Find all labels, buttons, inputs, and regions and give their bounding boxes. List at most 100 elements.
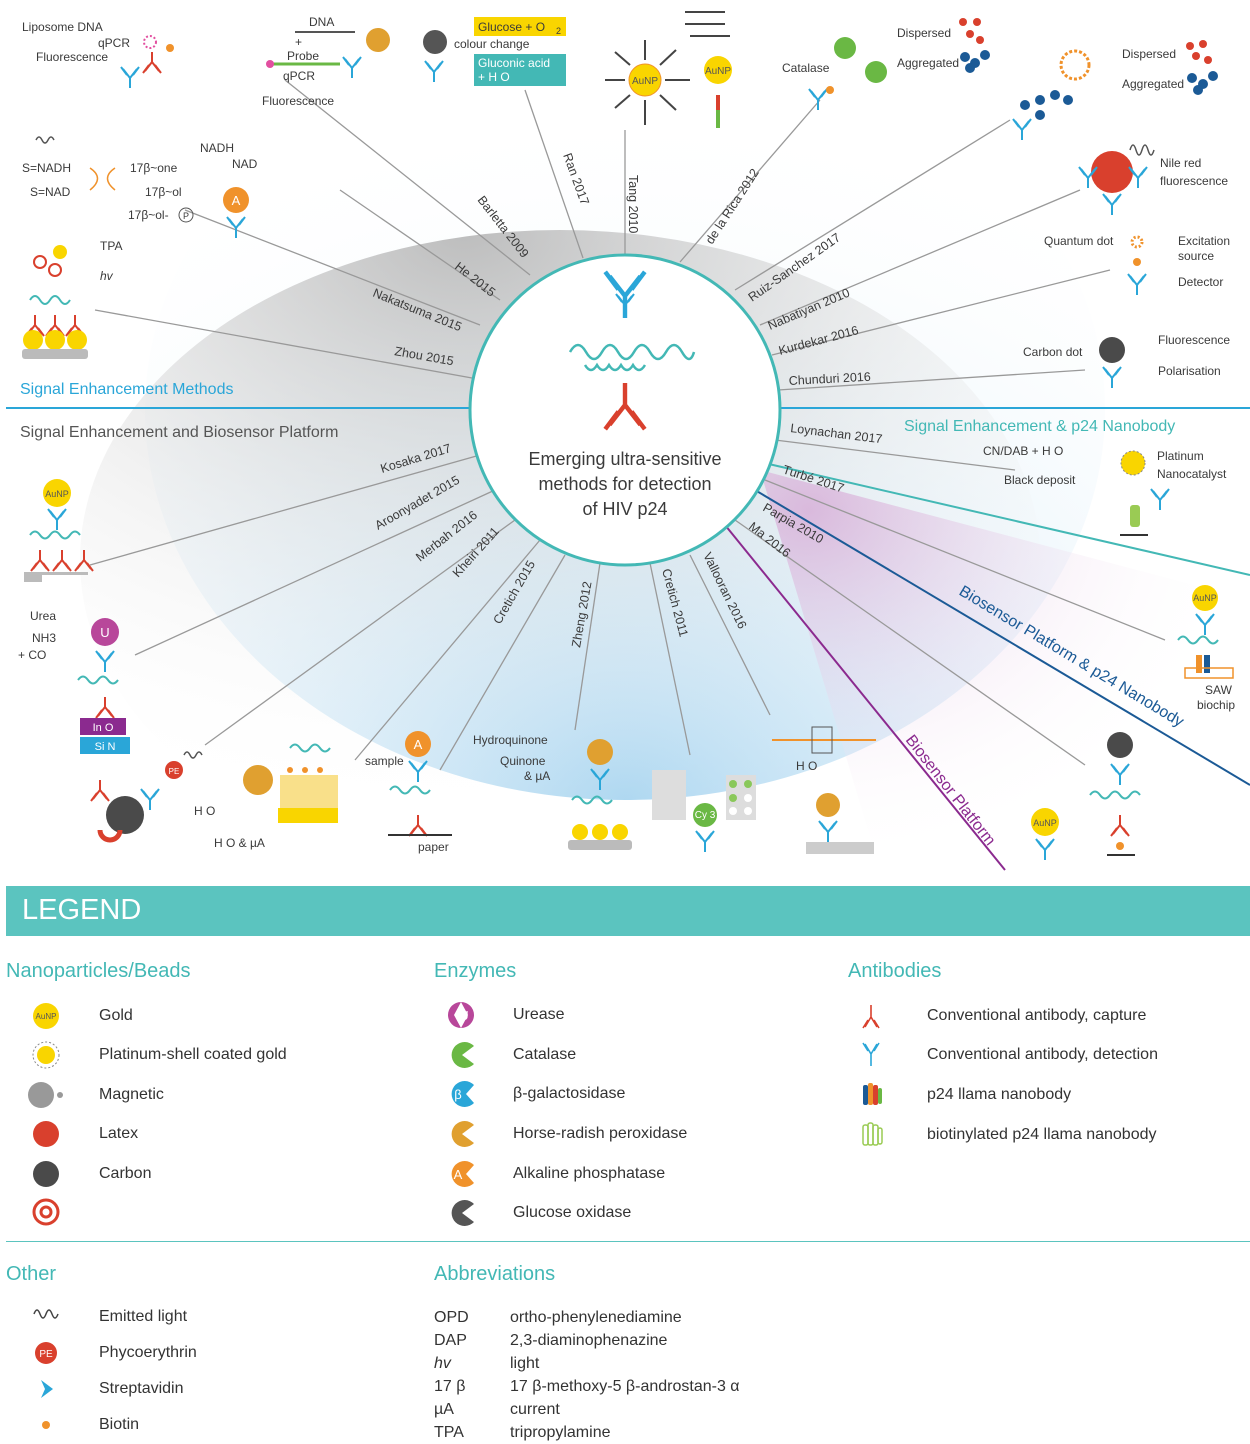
svg-text:Si N: Si N [95,741,116,753]
nanobody-icon [863,1083,882,1105]
latex-bead-icon [33,1121,59,1147]
svg-text:Nanocatalyst: Nanocatalyst [1157,467,1227,481]
svg-text:17β~ol: 17β~ol [145,185,182,199]
section-signal-nanobody: Signal Enhancement & p24 Nanobody [904,418,1175,435]
magnetic-bead-icon [28,1082,63,1108]
beta-galactosidase-icon: β [451,1081,474,1107]
svg-text:hv: hv [100,269,114,283]
urease-icon: U [448,1002,474,1028]
vignette-kosaka: AuNP [24,479,94,582]
legend-title: LEGEND [22,894,142,926]
legend-other-light: Emitted light [16,1302,187,1332]
legend-other-streptavidin: Streptavidin [16,1374,184,1404]
spoke-label-tang: Tang 2010 [626,175,640,233]
gold-particle-icon: AuNP [33,1003,59,1029]
svg-text:Nile red: Nile red [1160,156,1201,170]
legend-antibody-nanobody: p24 llama nanobody [856,1080,1071,1110]
svg-text:AuNP: AuNP [36,1012,57,1021]
vignette-kurdekar: Quantum dot Excitation source Detector [1044,234,1230,296]
vignette-zheng: Hydroquinone Quinone & µA [473,733,632,850]
purple-glow [760,470,1250,870]
vignette-cretich2015: A sample paper [365,731,452,854]
svg-text:H O: H O [194,804,215,818]
glucose-oxidase-icon [451,1200,474,1226]
svg-text:Quinone: Quinone [500,754,546,768]
center-circle [468,253,782,567]
section-signal-enhancement: Signal Enhancement Methods [20,381,233,398]
svg-text:Fluorescence: Fluorescence [1158,333,1230,347]
center-title-3: of HIV p24 [582,499,667,519]
vignette-cretich2011: Cy 3 [652,770,756,853]
vignette-ma: AuNP [1031,808,1059,861]
svg-text:U: U [459,1008,468,1023]
phycoerythrin-icon: PE [35,1342,57,1364]
biotin-icon [42,1421,50,1429]
svg-text:+: + [295,35,302,49]
vignette-aroonyadet: Urea NH3 + CO U In O Si N [18,609,130,754]
legend-antibody-title: Antibodies [848,960,942,982]
svg-text:+ CO: + CO [18,648,46,662]
legend-antibody-biotinylated: biotinylated p24 llama nanobody [856,1120,1157,1150]
svg-text:Carbon dot: Carbon dot [1023,345,1083,359]
svg-text:NAD: NAD [232,157,258,171]
vignette-delarica: AuNP AuNP [605,11,732,128]
legend-enzyme-alp: A Alkaline phosphatase [446,1159,665,1189]
vignette-vallooran: H O [772,726,876,854]
svg-text:Polarisation: Polarisation [1158,364,1221,378]
legend-nano-liposome [16,1197,76,1227]
legend-enzyme-galactosidase: β β-galactosidase [446,1079,625,1109]
vignette-tang: Glucose + O 2 colour change Gluconic aci… [423,17,566,86]
vignette-he: Catalase Dispersed Aggregated [782,18,990,111]
legend-nano-carbon: Carbon [16,1159,151,1189]
svg-text:A: A [454,1167,463,1182]
legend-other-biotin: Biotin [16,1410,139,1440]
center-title-2: methods for detection [538,474,711,494]
vignette-zhou: TPA hv [22,239,122,359]
vignette-loynachan: CN/DAB + H O Black deposit Platinum Nano… [983,444,1227,536]
spoke-label-chunduri: Chunduri 2016 [788,370,871,388]
legend-divider [6,1241,1250,1242]
biotinylated-nanobody-icon [862,1122,883,1146]
svg-text:Quantum dot: Quantum dot [1044,234,1114,248]
svg-text:Platinum: Platinum [1157,449,1204,463]
svg-text:Black deposit: Black deposit [1004,473,1076,487]
svg-text:β: β [454,1087,461,1102]
svg-text:A: A [232,193,241,208]
svg-text:2: 2 [556,26,561,36]
legend-nano-title: Nanoparticles/Beads [6,960,191,982]
spoke-biosensor [724,524,1006,871]
svg-text:biochip: biochip [1197,698,1235,712]
center-title-1: Emerging ultra-sensitive [528,449,721,469]
svg-text:+ H O: + H O [478,70,510,84]
legend-antibody-capture: Conventional antibody, capture [856,1001,1146,1031]
spoke-biosensor-nanobody [754,489,1250,786]
legend-nano-platinum: Platinum-shell coated gold [16,1040,287,1070]
svg-text:DNA: DNA [309,15,334,29]
vignette-chunduri: Carbon dot Fluorescence Polarisation [1023,333,1230,389]
svg-text:Urea: Urea [30,609,56,623]
vignette-kheiri: H O H O & µA [194,743,338,850]
svg-text:17β~one: 17β~one [130,161,178,175]
vignette-nakatsuma: S=NADH S=NAD NADH NAD 17β~one 17β~ol 17β… [22,136,258,239]
svg-text:Catalase: Catalase [782,61,830,75]
svg-text:qPCR: qPCR [98,36,130,50]
svg-text:Dispersed: Dispersed [897,26,951,40]
hrp-icon [451,1121,474,1147]
lower-glow [80,230,1040,886]
liposome-icon [32,1198,60,1226]
platinum-gold-icon [32,1041,60,1069]
svg-text:Hydroquinone: Hydroquinone [473,733,548,747]
svg-text:qPCR: qPCR [283,69,315,83]
vignette-nabatiyan: Nile red fluorescence [1078,144,1228,216]
svg-text:U: U [100,625,109,640]
svg-text:AuNP: AuNP [45,489,69,499]
emitted-light-icon [33,1309,59,1319]
legend-nano-gold: AuNP Gold [16,1001,133,1031]
legend-enzyme-title: Enzymes [434,960,517,982]
legend-other-title: Other [6,1263,57,1285]
svg-text:SAW: SAW [1205,683,1233,697]
svg-text:Cy 3: Cy 3 [695,810,716,821]
svg-text:sample: sample [365,754,404,768]
svg-text:PE: PE [169,767,180,776]
svg-text:17β~ol-: 17β~ol- [128,208,169,222]
